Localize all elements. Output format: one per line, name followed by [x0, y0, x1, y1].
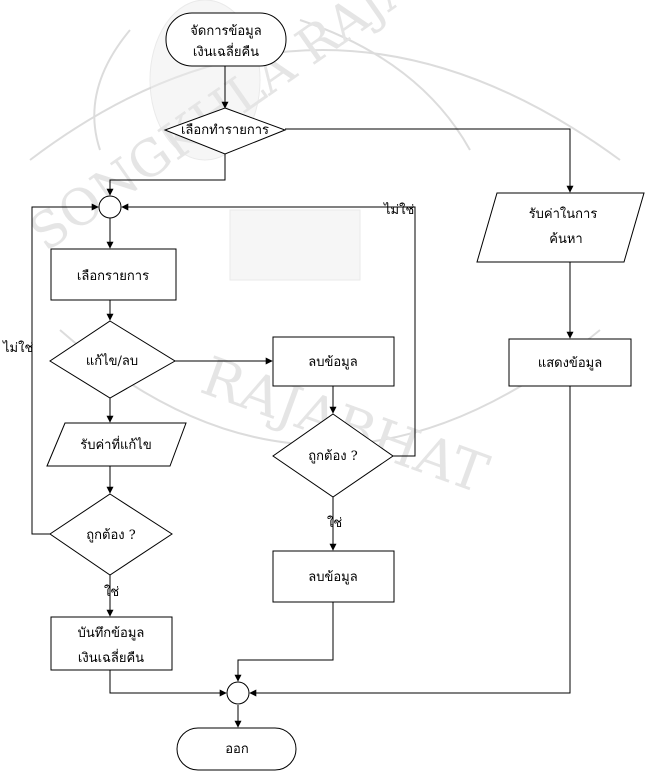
connectors [31, 66, 574, 728]
check-mid-decision: ถูกต้อง ? [272, 413, 394, 498]
save-process: บันทึกข้อมูล เงินเฉลี่ยคืน [50, 616, 173, 671]
start-terminator: จัดการข้อมูล เงินเฉลี่ยคืน [165, 12, 287, 67]
end-terminator: ออก [176, 727, 297, 771]
edge-label-yes-left: ใช่ [104, 584, 119, 600]
check-left-label: ถูกต้อง ? [86, 528, 135, 543]
edge-label-yes-mid: ใช่ [327, 515, 342, 531]
show-data-label: แสดงข้อมูล [538, 356, 602, 371]
check-left-decision: ถูกต้อง ? [49, 493, 173, 576]
save-label-line2: เงินเฉลี่ยคืน [78, 649, 144, 666]
search-input-label-line1: รับค่าในการ [529, 206, 598, 222]
start-label-line2: เงินเฉลี่ยคืน [193, 43, 259, 60]
search-input-label-line2: ค้นหา [549, 232, 582, 247]
edge-label-no-left: ไม่ใช่ [2, 340, 33, 356]
check-mid-label: ถูกต้อง ? [308, 449, 357, 464]
end-label: ออก [225, 742, 249, 757]
save-label-line1: บันทึกข้อมูล [78, 626, 145, 641]
delete-process-1: ลบข้อมูล [272, 336, 395, 387]
select-item-label: เลือกรายการ [77, 268, 149, 284]
select-item-process: เลือกรายการ [50, 248, 177, 301]
delete-2-label: ลบข้อมูล [308, 570, 357, 585]
input-edit-label: รับค่าที่แก้ไข [80, 436, 151, 453]
start-label-line1: จัดการข้อมูล [190, 24, 261, 39]
edit-delete-decision: แก้ไข/ลบ [49, 320, 176, 399]
delete-1-label: ลบข้อมูล [308, 355, 357, 370]
search-input-data: รับค่าในการ ค้นหา [476, 192, 645, 263]
delete-process-2: ลบข้อมูล [272, 550, 395, 603]
input-edit-data: รับค่าที่แก้ไข [46, 422, 187, 467]
edge-label-no-top: ไม่ใช่ [383, 202, 414, 218]
edit-delete-label: แก้ไข/ลบ [86, 353, 138, 369]
select-action-label: เลือกทำรายการ [181, 122, 269, 138]
join-connector-top [98, 195, 122, 219]
show-data-process: แสดงข้อมูล [508, 338, 632, 387]
join-connector-bottom [226, 681, 250, 705]
select-action-decision: เลือกทำรายการ [163, 107, 287, 155]
